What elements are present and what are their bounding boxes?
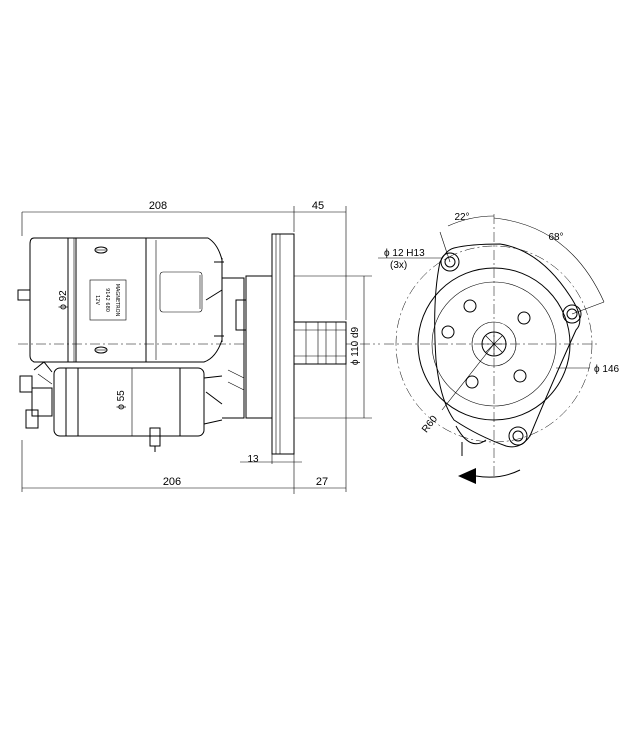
plunger-pin-icon: [149, 427, 161, 447]
inner-hole-icon: [463, 299, 477, 313]
mounting-hole-icon: [508, 426, 528, 446]
motor-body: [17, 237, 224, 363]
drive-housing: [205, 277, 247, 419]
inner-hole-icon: [517, 311, 531, 325]
dim-motor-diameter: ϕ 92: [58, 290, 69, 310]
bolt-circle: [395, 245, 593, 443]
counter-clockwise-rotation-arrow-icon: [458, 468, 521, 484]
front-dimensions: 22° 68° ϕ 12 H13 (3x) ϕ 146 R60: [378, 212, 620, 435]
dim-angle-small: 22°: [454, 212, 469, 223]
side-dimensions: 208 45 ϕ 92 ϕ 55 ϕ 110 d9 13 206 27: [21, 200, 372, 494]
dim-bolt-hole: ϕ 12 H13: [384, 248, 425, 259]
terminal-icon: [19, 375, 33, 393]
dim-overall-length: 208: [149, 200, 167, 212]
inner-hole-icon: [513, 369, 527, 383]
mounting-flange: [245, 233, 295, 455]
nameplate: MAGNETRON 9142 680 12V: [89, 279, 127, 321]
triangular-flange: [434, 243, 581, 448]
mounting-hole-icon: [440, 252, 460, 272]
dim-radius: R60: [420, 414, 440, 436]
dim-flange-offset: 45: [312, 200, 324, 212]
inner-hole-icon: [441, 325, 455, 339]
mounting-hole-icon: [562, 304, 582, 324]
inner-hole-icon: [465, 375, 479, 389]
dim-solenoid-diameter: ϕ 55: [116, 390, 127, 410]
dim-bolt-circle: ϕ 146: [594, 364, 620, 375]
front-view: 22° 68° ϕ 12 H13 (3x) ϕ 146 R60: [378, 212, 620, 484]
dim-bolt-hole-count: (3x): [390, 260, 407, 271]
screw-icon: [94, 346, 108, 354]
solenoid: [19, 361, 223, 452]
housing-circle: [417, 267, 571, 421]
dim-bottom-offset: 27: [316, 476, 328, 488]
terminal-icon: [17, 289, 31, 301]
screw-icon: [94, 246, 108, 254]
nameplate-brand: MAGNETRON: [114, 284, 120, 317]
dim-flange-thickness: 13: [247, 454, 259, 465]
dim-angle-large: 68°: [548, 232, 563, 243]
side-view: MAGNETRON 9142 680 12V: [17, 200, 380, 494]
nameplate-model: 9142 680: [104, 288, 110, 312]
nameplate-voltage: 12V: [94, 295, 100, 305]
dim-bottom-length: 206: [163, 476, 181, 488]
pinion-gear: [293, 321, 347, 365]
terminal-icon: [455, 425, 487, 445]
dim-pilot-diameter: ϕ 110 d9: [350, 326, 361, 365]
